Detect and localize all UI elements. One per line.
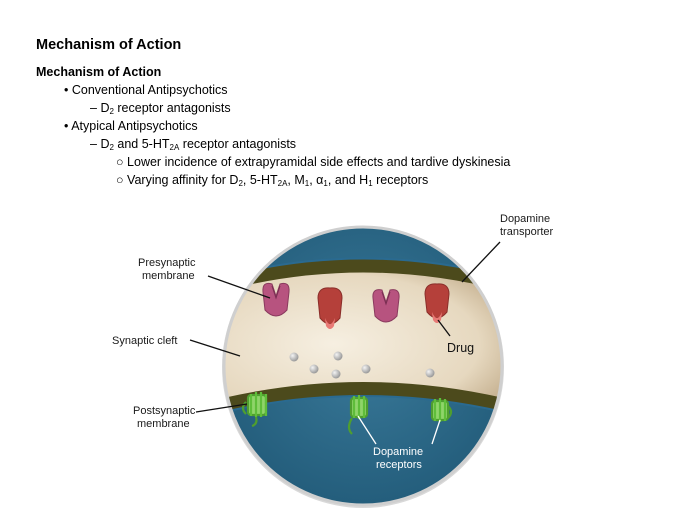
leader-transporter [461,241,501,283]
dopamine-molecule [425,368,435,378]
bullet-text: Atypical Antipsychotics [71,119,198,133]
subscript: 1 [323,179,328,188]
text-part: receptor antagonists [113,101,231,115]
text-part: , 5-HT [242,173,278,187]
dopamine-molecule [361,364,371,374]
leader-drug [437,319,451,337]
subscript: 2 [109,143,114,152]
text-part: D [100,101,110,115]
label-postsynaptic-2: membrane [137,418,190,430]
subscript: 1 [368,179,373,188]
label-dopamine-receptors-1: Dopamine [373,446,423,458]
label-presynaptic-1: Presynaptic [138,257,196,269]
leader-presynaptic [207,275,271,299]
leader-receptor-1 [357,415,377,445]
subscript: 2 [109,107,114,116]
dopamine-molecule [333,351,343,361]
text-part: , and H [327,173,369,187]
label-dopamine-receptors-2: receptors [376,459,422,471]
dash-glyph: – [90,101,97,115]
label-dopamine-transporter-2: transporter [500,226,554,238]
point-varying-affinity: ○ Varying affinity for D2, 5-HT2A, M1, α… [116,173,428,188]
subscript: 2 [238,179,243,188]
point-lower-incidence: ○ Lower incidence of extrapyramidal side… [116,155,510,169]
dopamine-receptor-1 [241,392,268,428]
leader-synaptic-cleft [189,339,241,357]
leader-postsynaptic [195,403,248,413]
label-synaptic-cleft: Synaptic cleft [112,335,177,347]
label-postsynaptic-1: Postsynaptic [133,405,196,417]
subscript: 1 [304,179,310,188]
page-title: Mechanism of Action [36,37,182,53]
presynaptic-membrane-band [224,258,502,293]
dash-glyph: – [90,137,97,151]
dopamine-molecule [331,369,341,379]
dopamine-transporter-2 [372,289,400,323]
dopamine-transporter-1 [262,282,290,317]
subscript: 2A [169,143,180,152]
sub-bullet-d2-5ht2a-antagonists: – D2 and 5-HT2A receptor antagonists [90,137,296,152]
dopamine-molecule [309,364,319,374]
text-part: , M [287,173,305,187]
bullet-conventional: • Conventional Antipsychotics [64,83,228,97]
postsynaptic-membrane-band [224,382,502,414]
text-part: receptors [372,173,429,187]
sub-bullet-d2-antagonists: – D2 receptor antagonists [90,101,231,116]
text-part: D [100,137,110,151]
section-heading: Mechanism of Action [36,65,162,79]
subscript: 2A [277,179,288,188]
label-presynaptic-2: membrane [142,270,195,282]
point-text: Lower incidence of extrapyramidal side e… [127,155,511,169]
bullet-text: Conventional Antipsychotics [71,83,228,97]
drug-bound-transporter-2 [424,283,450,323]
circle-outline [222,225,504,507]
text-part: and 5-HT [113,137,170,151]
dopamine-molecule [289,352,299,362]
drug-bound-transporter-1 [317,287,343,329]
circle-glyph: ○ [116,155,124,169]
dopamine-receptor-3 [430,398,453,422]
circle-glyph: ○ [116,173,124,187]
bullet-glyph: • [64,119,69,133]
text-part: , α [309,173,324,187]
label-dopamine-transporter-1: Dopamine [500,213,550,225]
dopamine-receptor-2 [347,395,369,435]
text-part: receptor antagonists [179,137,297,151]
bullet-glyph: • [64,83,69,97]
label-drug: Drug [447,341,474,355]
bullet-atypical: • Atypical Antipsychotics [64,119,198,133]
text-part: Varying affinity for D [127,173,239,187]
leader-receptor-2 [431,419,441,445]
